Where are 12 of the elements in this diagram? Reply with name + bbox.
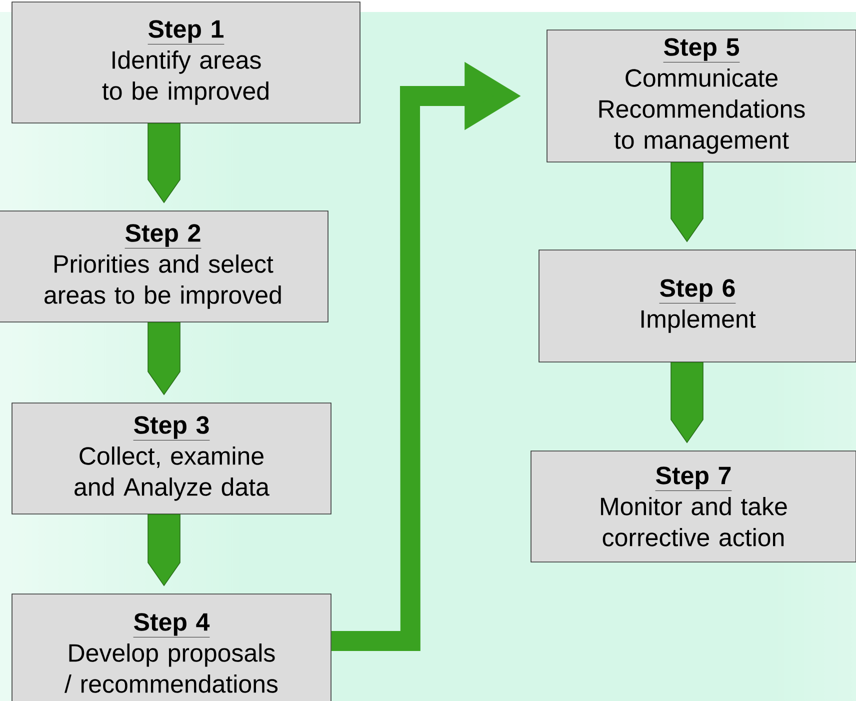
step-box: Step 7 Monitor and take corrective action (530, 450, 856, 562)
step-box: Step 3 Collect, examine and Analyze data (12, 402, 332, 514)
step-box: Step 1 Identify areas to be improved (12, 2, 360, 124)
step-box: Step 2 Priorities and select areas to be improved (0, 210, 328, 322)
arrow (148, 322, 180, 396)
arrow (670, 362, 704, 444)
arrow (148, 123, 180, 204)
arrow (148, 514, 180, 586)
step-box: Step 5 Communicate Recommendations to management (546, 30, 856, 162)
step-box: Step 4 Develop proposals / recommendations (12, 594, 332, 701)
arrow (670, 162, 704, 242)
step-box: Step 6 Implement (538, 250, 856, 362)
